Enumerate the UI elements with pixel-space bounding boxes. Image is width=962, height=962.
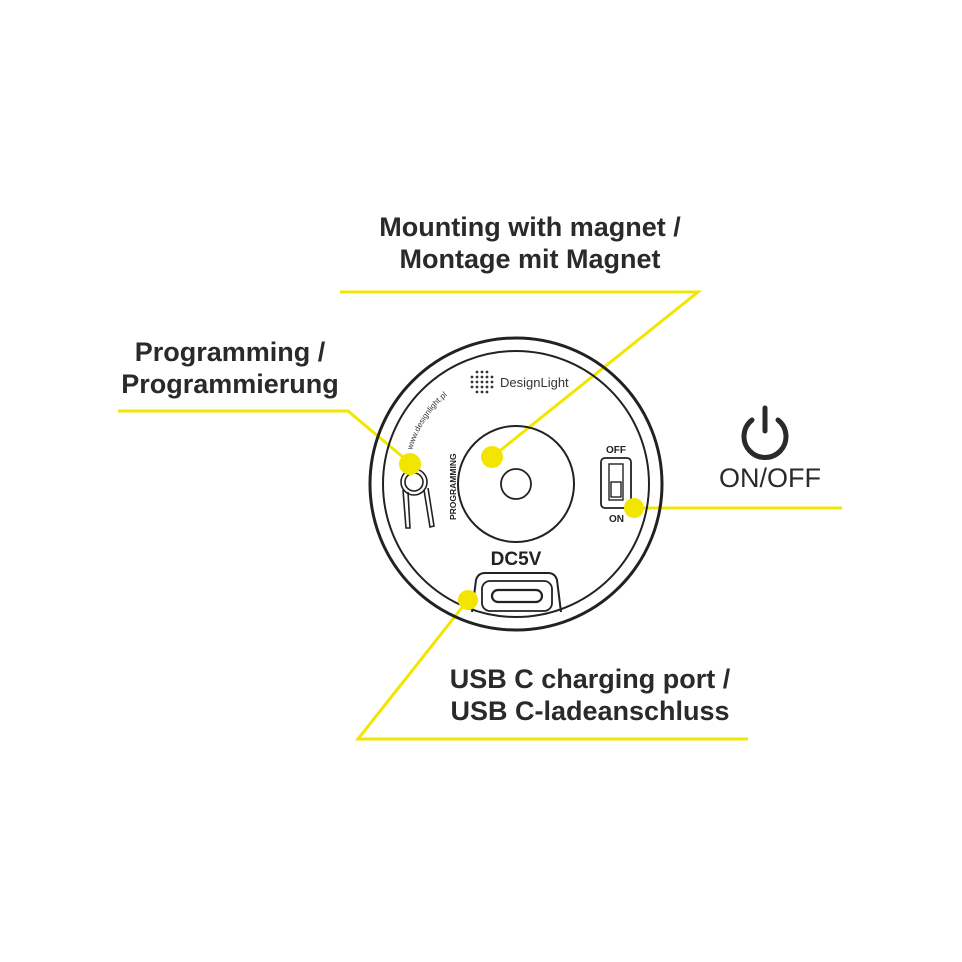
website-text: www.designlight.pl [405,390,449,452]
switch-housing [600,457,632,509]
magnet-label-line2: Montage mit Magnet [399,244,661,274]
device-outer-ring [368,336,664,632]
programming-label-line2: Programmierung [121,369,339,399]
programming-contact [400,468,435,529]
switch-knob [610,481,622,498]
power-icon [741,405,789,460]
usb-callout-dot [458,590,478,610]
onoff-label: ON/OFF [719,463,821,493]
magnet-callout-line [340,290,703,459]
callout-lines [118,290,842,741]
magnet-disc [457,425,575,543]
magnet-label-line1: Mounting with magnet / [379,212,681,242]
usb-label-line1: USB C charging port / [449,664,731,694]
usb-port-frame [481,580,553,612]
usb-callout-line [354,599,748,741]
switch-off-label: OFF [606,445,626,456]
brand-name: DesignLight [500,375,569,390]
programming-text: PROGRAMMING [448,453,458,520]
port-label: DC5V [491,549,542,570]
designlight-logo-icon [470,370,494,394]
magnet-callout-dot [481,446,503,468]
usb-c-port [490,588,544,604]
callout-dots [399,446,644,610]
magnet-center-hole [500,468,532,500]
usb-label-line2: USB C-ladeanschluss [450,696,730,726]
magnet-label: Mounting with magnet / Montage mit Magne… [330,211,730,275]
programming-callout-dot [399,453,421,475]
device-inner-ring [382,350,650,618]
programming-label-line1: Programming / [134,337,326,367]
usb-port-housing [471,572,562,613]
usb-label: USB C charging port / USB C-ladeanschlus… [400,663,780,727]
onoff-callout-dot [624,498,644,518]
programming-label: Programming / Programmierung [90,336,370,400]
switch-slot [608,463,624,501]
switch-on-label: ON [609,514,624,525]
programming-callout-line [118,409,411,465]
